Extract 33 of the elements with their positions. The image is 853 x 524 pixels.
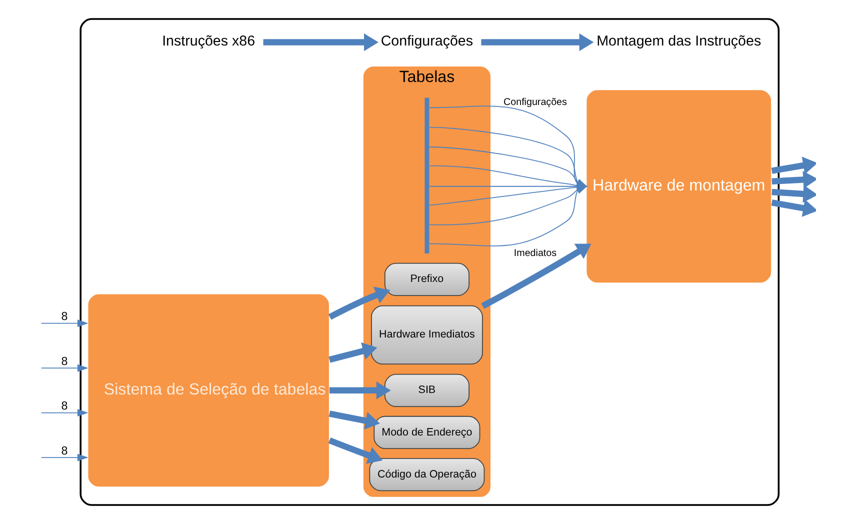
arrow — [328, 410, 380, 430]
arrow — [771, 199, 816, 217]
edge-label: 8 — [61, 310, 68, 324]
arrow — [40, 364, 88, 372]
node-box: Modo de Endereço — [374, 416, 480, 450]
arrow — [40, 454, 88, 462]
arrow — [772, 170, 816, 189]
arrow — [481, 33, 594, 52]
arrow — [328, 342, 378, 363]
edge-label: Imediatos — [514, 248, 557, 260]
edge-label: 8 — [61, 354, 68, 368]
node-text: Montagem das Instruções — [596, 34, 762, 50]
arrow — [40, 320, 88, 328]
edge-label: Configurações — [504, 96, 567, 108]
arrow — [263, 33, 379, 52]
arrow — [772, 185, 816, 203]
arrow — [328, 437, 383, 464]
edge-label: 8 — [61, 444, 68, 458]
node-box: SIB — [384, 374, 470, 407]
arrow — [771, 156, 816, 174]
arrow — [481, 244, 592, 309]
node-box: Prefixo — [384, 262, 470, 296]
arrow — [40, 409, 88, 417]
arrow — [328, 286, 390, 320]
cluster — [80, 18, 780, 506]
node-box: Sistema de Seleção de tabelas — [87, 293, 330, 488]
arrow — [329, 382, 391, 400]
node-text: Configurações — [380, 34, 474, 50]
node-text: Instruções x86 — [162, 34, 256, 50]
node-box: Hardware Imediatos — [371, 305, 483, 364]
node-box: Código da Operação — [369, 458, 485, 492]
node-box: Hardware de montagem — [586, 89, 772, 284]
edge-label: 8 — [61, 400, 68, 413]
